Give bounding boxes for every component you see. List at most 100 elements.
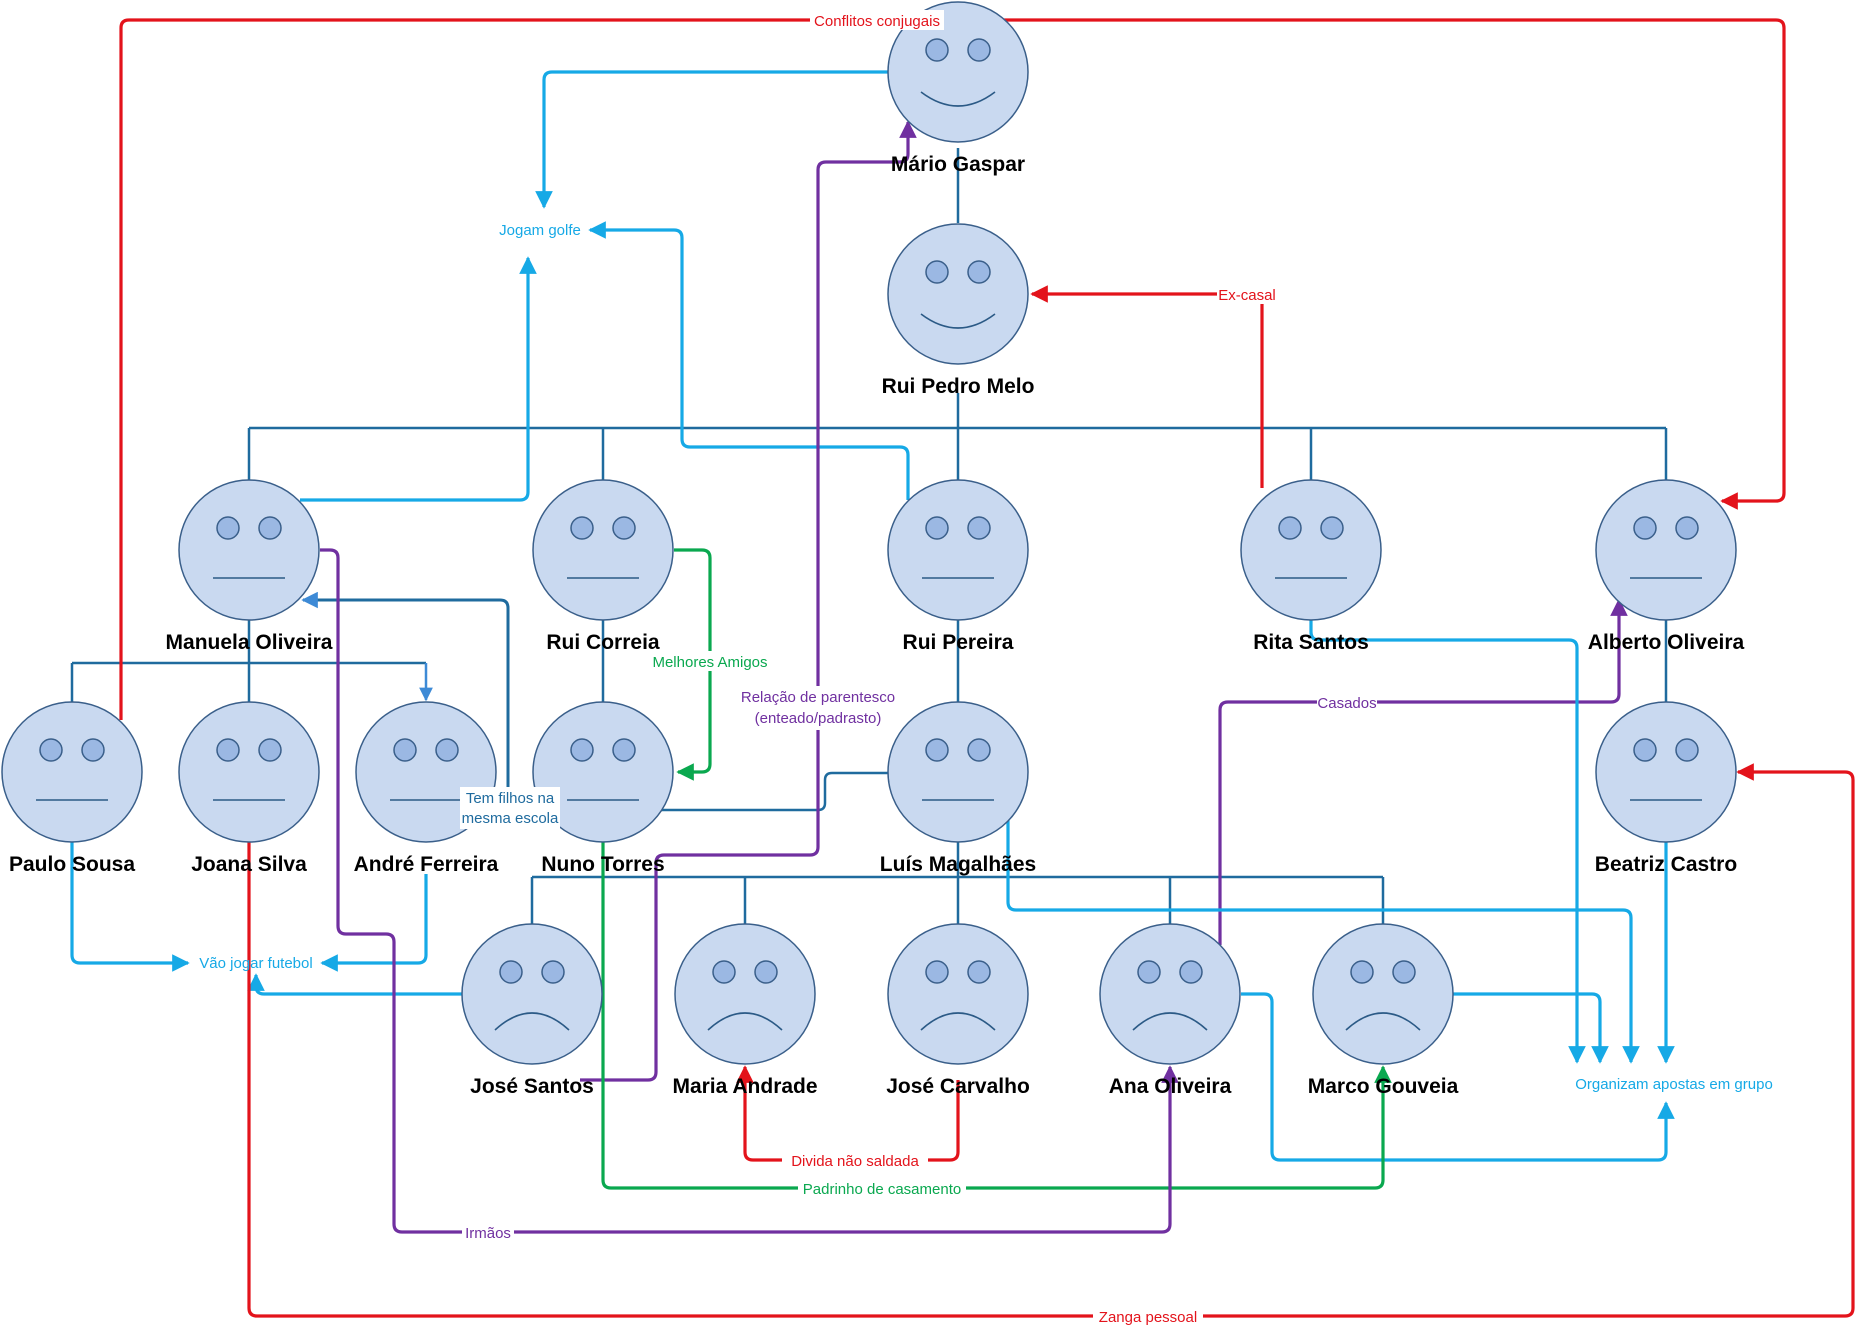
name-rui-correia: Rui Correia <box>546 631 660 654</box>
name-rui-pedro-melo: Rui Pedro Melo <box>882 375 1035 398</box>
label-conflitos-conjugais: Conflitos conjugais <box>814 13 940 30</box>
line-jogam-golfe-manuela <box>300 256 537 502</box>
people-faces <box>1 1 1737 1065</box>
line-jogam-golfe-rui-pereira <box>588 221 910 500</box>
left-eye-jose-carvalho <box>925 960 949 984</box>
right-eye-rui-pedro-melo <box>967 260 991 284</box>
left-eye-rui-correia <box>570 516 594 540</box>
label-divida: Divida não saldada <box>791 1153 919 1170</box>
name-alberto-oliveira: Alberto Oliveira <box>1588 631 1745 654</box>
right-eye-maria-andrade <box>754 960 778 984</box>
label-casados: Casados <box>1317 695 1376 712</box>
face-circle-rita-santos <box>1240 479 1382 621</box>
right-eye-nuno-torres <box>612 738 636 762</box>
line-irmaos <box>320 548 1179 1234</box>
label-melhores-amigos: Melhores Amigos <box>652 654 767 671</box>
relationship-lines <box>70 18 1855 1318</box>
left-eye-nuno-torres <box>570 738 594 762</box>
right-eye-jose-santos <box>541 960 565 984</box>
face-manuela-oliveira <box>178 479 320 621</box>
mouth-sad-ana-oliveira <box>1132 1012 1208 1031</box>
right-eye-paulo-sousa <box>81 738 105 762</box>
face-circle-mario-gaspar <box>887 1 1029 143</box>
face-circle-rui-pereira <box>887 479 1029 621</box>
face-alberto-oliveira <box>1595 479 1737 621</box>
line-conflitos-conjugais <box>119 18 1786 720</box>
name-jose-carvalho: José Carvalho <box>886 1075 1030 1098</box>
name-jose-santos: José Santos <box>470 1075 594 1098</box>
face-rui-pedro-melo <box>887 223 1029 365</box>
mouth-sad-jose-santos <box>494 1012 570 1031</box>
face-rita-santos <box>1240 479 1382 621</box>
left-eye-paulo-sousa <box>39 738 63 762</box>
left-eye-jose-santos <box>499 960 523 984</box>
right-eye-alberto-oliveira <box>1675 516 1699 540</box>
tree-connectors <box>70 148 1668 924</box>
person-names: Mário Gaspar Rui Pedro Melo Manuela Oliv… <box>9 153 1745 1098</box>
line-apostas-rita <box>1309 620 1586 1064</box>
line-apostas-ana <box>1241 992 1675 1162</box>
name-andre-ferreira: André Ferreira <box>354 853 499 876</box>
face-circle-jose-santos <box>461 923 603 1065</box>
left-eye-manuela-oliveira <box>216 516 240 540</box>
face-maria-andrade <box>674 923 816 1065</box>
right-eye-marco-gouveia <box>1392 960 1416 984</box>
right-eye-jose-carvalho <box>967 960 991 984</box>
face-circle-nuno-torres <box>532 701 674 843</box>
left-eye-joana-silva <box>216 738 240 762</box>
line-ex-casal <box>1030 285 1264 488</box>
mouth-sad-jose-carvalho <box>920 1012 996 1031</box>
face-circle-paulo-sousa <box>1 701 143 843</box>
line-casados <box>1218 598 1628 945</box>
face-circle-rui-correia <box>532 479 674 621</box>
left-eye-marco-gouveia <box>1350 960 1374 984</box>
name-paulo-sousa: Paulo Sousa <box>9 853 135 876</box>
line-padrinho <box>601 842 1392 1190</box>
right-eye-manuela-oliveira <box>258 516 282 540</box>
face-circle-rui-pedro-melo <box>887 223 1029 365</box>
name-rui-pereira: Rui Pereira <box>903 631 1014 654</box>
left-eye-mario-gaspar <box>925 38 949 62</box>
mouth-happy-mario-gaspar <box>920 91 996 107</box>
face-beatriz-castro <box>1595 701 1737 843</box>
right-eye-rui-correia <box>612 516 636 540</box>
label-padrinho: Padrinho de casamento <box>803 1181 961 1198</box>
face-marco-gouveia <box>1312 923 1454 1065</box>
face-circle-luis-magalhaes <box>887 701 1029 843</box>
name-manuela-oliveira: Manuela Oliveira <box>166 631 333 654</box>
line-futebol-jose-santos <box>247 973 462 996</box>
face-circle-ana-oliveira <box>1099 923 1241 1065</box>
line-apostas-luis <box>1006 820 1640 1064</box>
line-jogam-golfe-mario <box>535 70 888 209</box>
name-mario-gaspar: Mário Gaspar <box>891 153 1025 176</box>
face-circle-maria-andrade <box>674 923 816 1065</box>
mouth-sad-maria-andrade <box>707 1012 783 1031</box>
right-eye-mario-gaspar <box>967 38 991 62</box>
name-nuno-torres: Nuno Torres <box>541 853 664 876</box>
label-irmaos: Irmãos <box>465 1225 511 1242</box>
label-tem-filhos-line2: mesma escola <box>462 810 559 827</box>
right-eye-andre-ferreira <box>435 738 459 762</box>
face-jose-santos <box>461 923 603 1065</box>
mouth-happy-rui-pedro-melo <box>920 313 996 329</box>
face-circle-alberto-oliveira <box>1595 479 1737 621</box>
left-eye-alberto-oliveira <box>1633 516 1657 540</box>
face-rui-pereira <box>887 479 1029 621</box>
right-eye-beatriz-castro <box>1675 738 1699 762</box>
relation-labels: Conflitos conjugais Jogam golfe Ex-casal… <box>199 10 1773 1326</box>
left-eye-rui-pereira <box>925 516 949 540</box>
tree-link-tem-filhos <box>565 771 888 812</box>
face-ana-oliveira <box>1099 923 1241 1065</box>
right-eye-joana-silva <box>258 738 282 762</box>
label-zanga-pessoal: Zanga pessoal <box>1099 1309 1197 1326</box>
face-circle-joana-silva <box>178 701 320 843</box>
label-relacao-parentesco-line2: (enteado/padrasto) <box>755 710 882 727</box>
name-maria-andrade: Maria Andrade <box>672 1075 817 1098</box>
label-ex-casal: Ex-casal <box>1218 287 1276 304</box>
left-eye-luis-magalhaes <box>925 738 949 762</box>
right-eye-ana-oliveira <box>1179 960 1203 984</box>
right-eye-rita-santos <box>1320 516 1344 540</box>
line-apostas-marco <box>1453 992 1609 1064</box>
